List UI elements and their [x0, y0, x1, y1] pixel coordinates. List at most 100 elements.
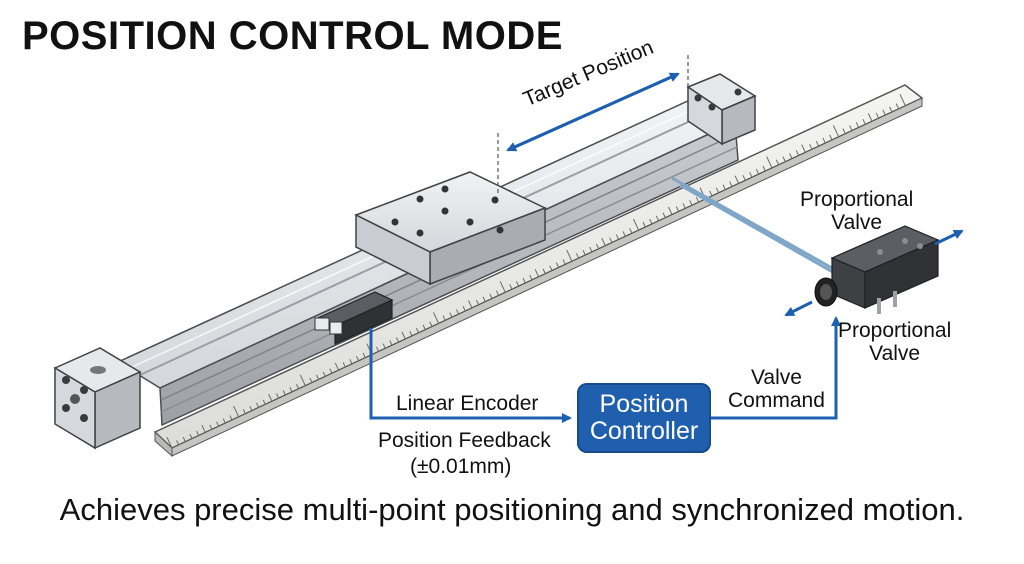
scale-tick — [416, 327, 420, 333]
scale-tick — [755, 168, 759, 174]
scale-tick — [832, 125, 839, 137]
scale-tick — [468, 300, 473, 308]
scale-tick — [809, 143, 813, 149]
scale-tick — [296, 384, 300, 389]
scale-tick — [875, 112, 879, 118]
target-position-arrow — [497, 55, 689, 196]
scale-tick — [276, 393, 280, 399]
scale-tick — [462, 306, 466, 312]
feedback-signal-line — [369, 328, 572, 423]
scale-tick — [409, 331, 413, 336]
scale-tick — [509, 284, 513, 290]
scale-tick — [429, 321, 433, 327]
scale-tick — [842, 128, 846, 134]
scale-tick — [855, 122, 859, 128]
scale-tick — [329, 368, 333, 374]
scale-tick — [815, 140, 819, 146]
scale-tick — [376, 346, 380, 352]
scale-tick — [895, 103, 899, 109]
controller-label-line-2: Controller — [589, 417, 699, 445]
scale-tick — [582, 249, 586, 255]
scale-tick — [382, 343, 386, 349]
scale-tick — [242, 408, 246, 414]
scale-tick — [555, 262, 559, 268]
scale-tick — [801, 144, 806, 152]
scale-tick — [775, 159, 779, 165]
scale-tick — [889, 106, 893, 112]
scale-tick — [675, 206, 679, 212]
scale-tick — [562, 259, 566, 265]
valve-command-line — [711, 316, 841, 420]
scale-tick — [762, 165, 766, 171]
proportional-valve — [814, 225, 940, 314]
scale-tick — [249, 405, 253, 411]
scale-tick — [189, 433, 193, 439]
scale-tick — [549, 265, 553, 271]
scale-tick — [482, 296, 486, 302]
scale-tick — [422, 324, 426, 330]
scale-tick — [515, 281, 519, 287]
scale-tick — [389, 340, 393, 346]
position-feedback-label: Position Feedback — [378, 429, 551, 452]
scale-tick — [589, 246, 593, 252]
scale-tick — [495, 290, 499, 296]
scale-tick — [209, 424, 213, 430]
scale-tick — [449, 312, 453, 318]
scale-tick — [233, 405, 240, 418]
scale-tick — [575, 253, 579, 259]
scale-tick — [475, 299, 479, 305]
scale-tick — [262, 399, 266, 405]
air-tubes — [671, 176, 839, 277]
feedback-accuracy-label: (±0.01mm) — [410, 455, 512, 478]
scale-tick — [595, 243, 599, 249]
scale-tick — [695, 196, 699, 202]
proportional-valve-label-bottom: Proportional Valve — [838, 319, 952, 366]
scale-tick — [268, 393, 273, 402]
scale-tick — [615, 234, 619, 240]
scale-tick — [489, 293, 493, 299]
scale-tick — [601, 237, 606, 246]
valve-flow-arrows — [784, 229, 964, 317]
scale-tick — [433, 312, 439, 324]
proportional-valve-label-top: Proportional Valve — [800, 188, 914, 235]
scale-tick — [442, 315, 446, 321]
scale-tick — [609, 237, 613, 243]
scale-tick — [182, 437, 186, 442]
scale-tick — [256, 402, 260, 408]
scale-tick — [289, 387, 293, 393]
scale-tick — [316, 374, 320, 380]
scale-tick — [534, 269, 539, 277]
scale-tick — [322, 371, 326, 377]
scale-tick — [342, 362, 346, 368]
scale-tick — [642, 221, 646, 227]
scale-tick — [222, 418, 226, 424]
scale-tick — [622, 231, 626, 237]
scale-tick — [349, 359, 353, 365]
scale-tick — [401, 331, 406, 340]
scale-tick — [822, 137, 826, 143]
scale-tick — [299, 374, 306, 386]
scale-tick — [309, 377, 313, 383]
scale-tick — [749, 172, 753, 177]
scale-tick — [722, 184, 726, 190]
scale-tick — [766, 156, 773, 168]
scale-tick — [396, 337, 400, 343]
measuring-scale — [153, 84, 924, 458]
diagram-title: POSITION CONTROL MODE — [22, 14, 563, 58]
scale-tick — [829, 134, 833, 140]
scale-tick — [529, 274, 533, 280]
position-controller-box: Position Controller — [577, 383, 711, 453]
valve-command-label: Valve Command — [728, 366, 825, 413]
scale-tick — [166, 436, 173, 449]
linear-encoder-label: Linear Encoder — [396, 392, 539, 415]
scale-tick — [201, 424, 206, 433]
scale-tick — [867, 113, 873, 121]
scale-tick — [334, 362, 340, 371]
scale-tick — [282, 390, 286, 396]
scale-tick — [682, 203, 686, 209]
scale-tick — [715, 187, 719, 193]
scale-tick — [629, 228, 633, 234]
scale-tick — [655, 215, 659, 221]
